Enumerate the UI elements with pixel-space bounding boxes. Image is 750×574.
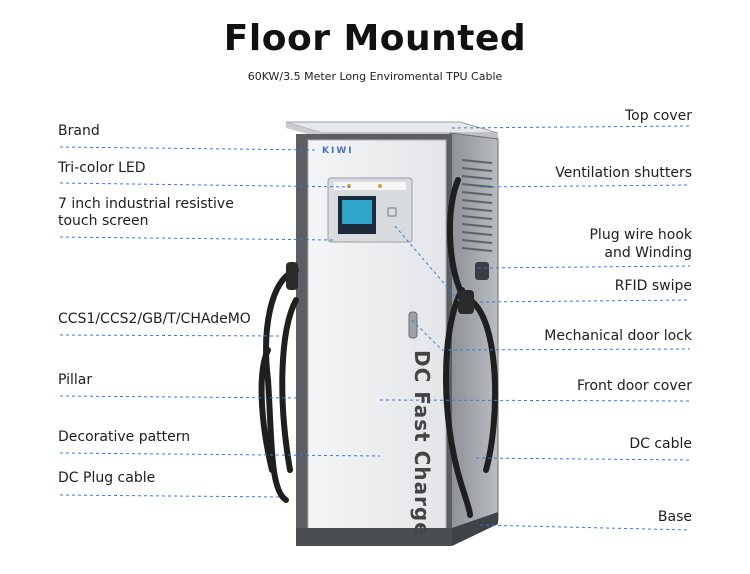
label-connectors: CCS1/CCS2/GB/T/CHAdeMO (58, 311, 251, 327)
left-plug-shape (286, 262, 298, 290)
right-plug-shape (458, 290, 474, 314)
label-mechanical-door-lock: Mechanical door lock (544, 328, 692, 344)
display-panel-shape (327, 177, 413, 243)
left-cable-shape (258, 267, 299, 503)
label-plug-wire-hook-line-1: Plug wire hook (589, 227, 692, 243)
label-touch-screen-line-1: 7 inch industrial resistive (58, 196, 234, 212)
label-base: Base (657, 509, 692, 525)
label-front-door-cover: Front door cover (576, 378, 692, 394)
leader-lines (59, 125, 691, 531)
door-lock-shape (408, 311, 418, 339)
rfid-reader-shape (475, 262, 489, 280)
label-rfid-swipe: RFID swipe (614, 278, 692, 294)
page-title: Floor Mounted (223, 18, 527, 59)
label-decorative-pattern: Decorative pattern (58, 429, 191, 445)
label-plug-wire-hook-line-2: and Winding (604, 245, 692, 261)
right-cable-shape (443, 177, 499, 518)
brand-logo-text: KIWI (322, 146, 354, 156)
page-subtitle: 60KW/3.5 Meter Long Enviromental TPU Cab… (247, 70, 503, 83)
label-top-cover: Top cover (625, 108, 692, 124)
label-tri-color-led: Tri-color LED (58, 160, 146, 176)
label-dc-cable: DC cable (629, 436, 692, 452)
label-pillar: Pillar (58, 372, 93, 388)
label-ventilation-shutters: Ventilation shutters (555, 165, 692, 181)
side-decal-text: DC Fast Charge (410, 350, 434, 537)
label-brand: Brand (58, 123, 100, 139)
label-dc-plug-cable: DC Plug cable (58, 470, 156, 486)
label-touch-screen-line-2: touch screen (58, 213, 149, 229)
